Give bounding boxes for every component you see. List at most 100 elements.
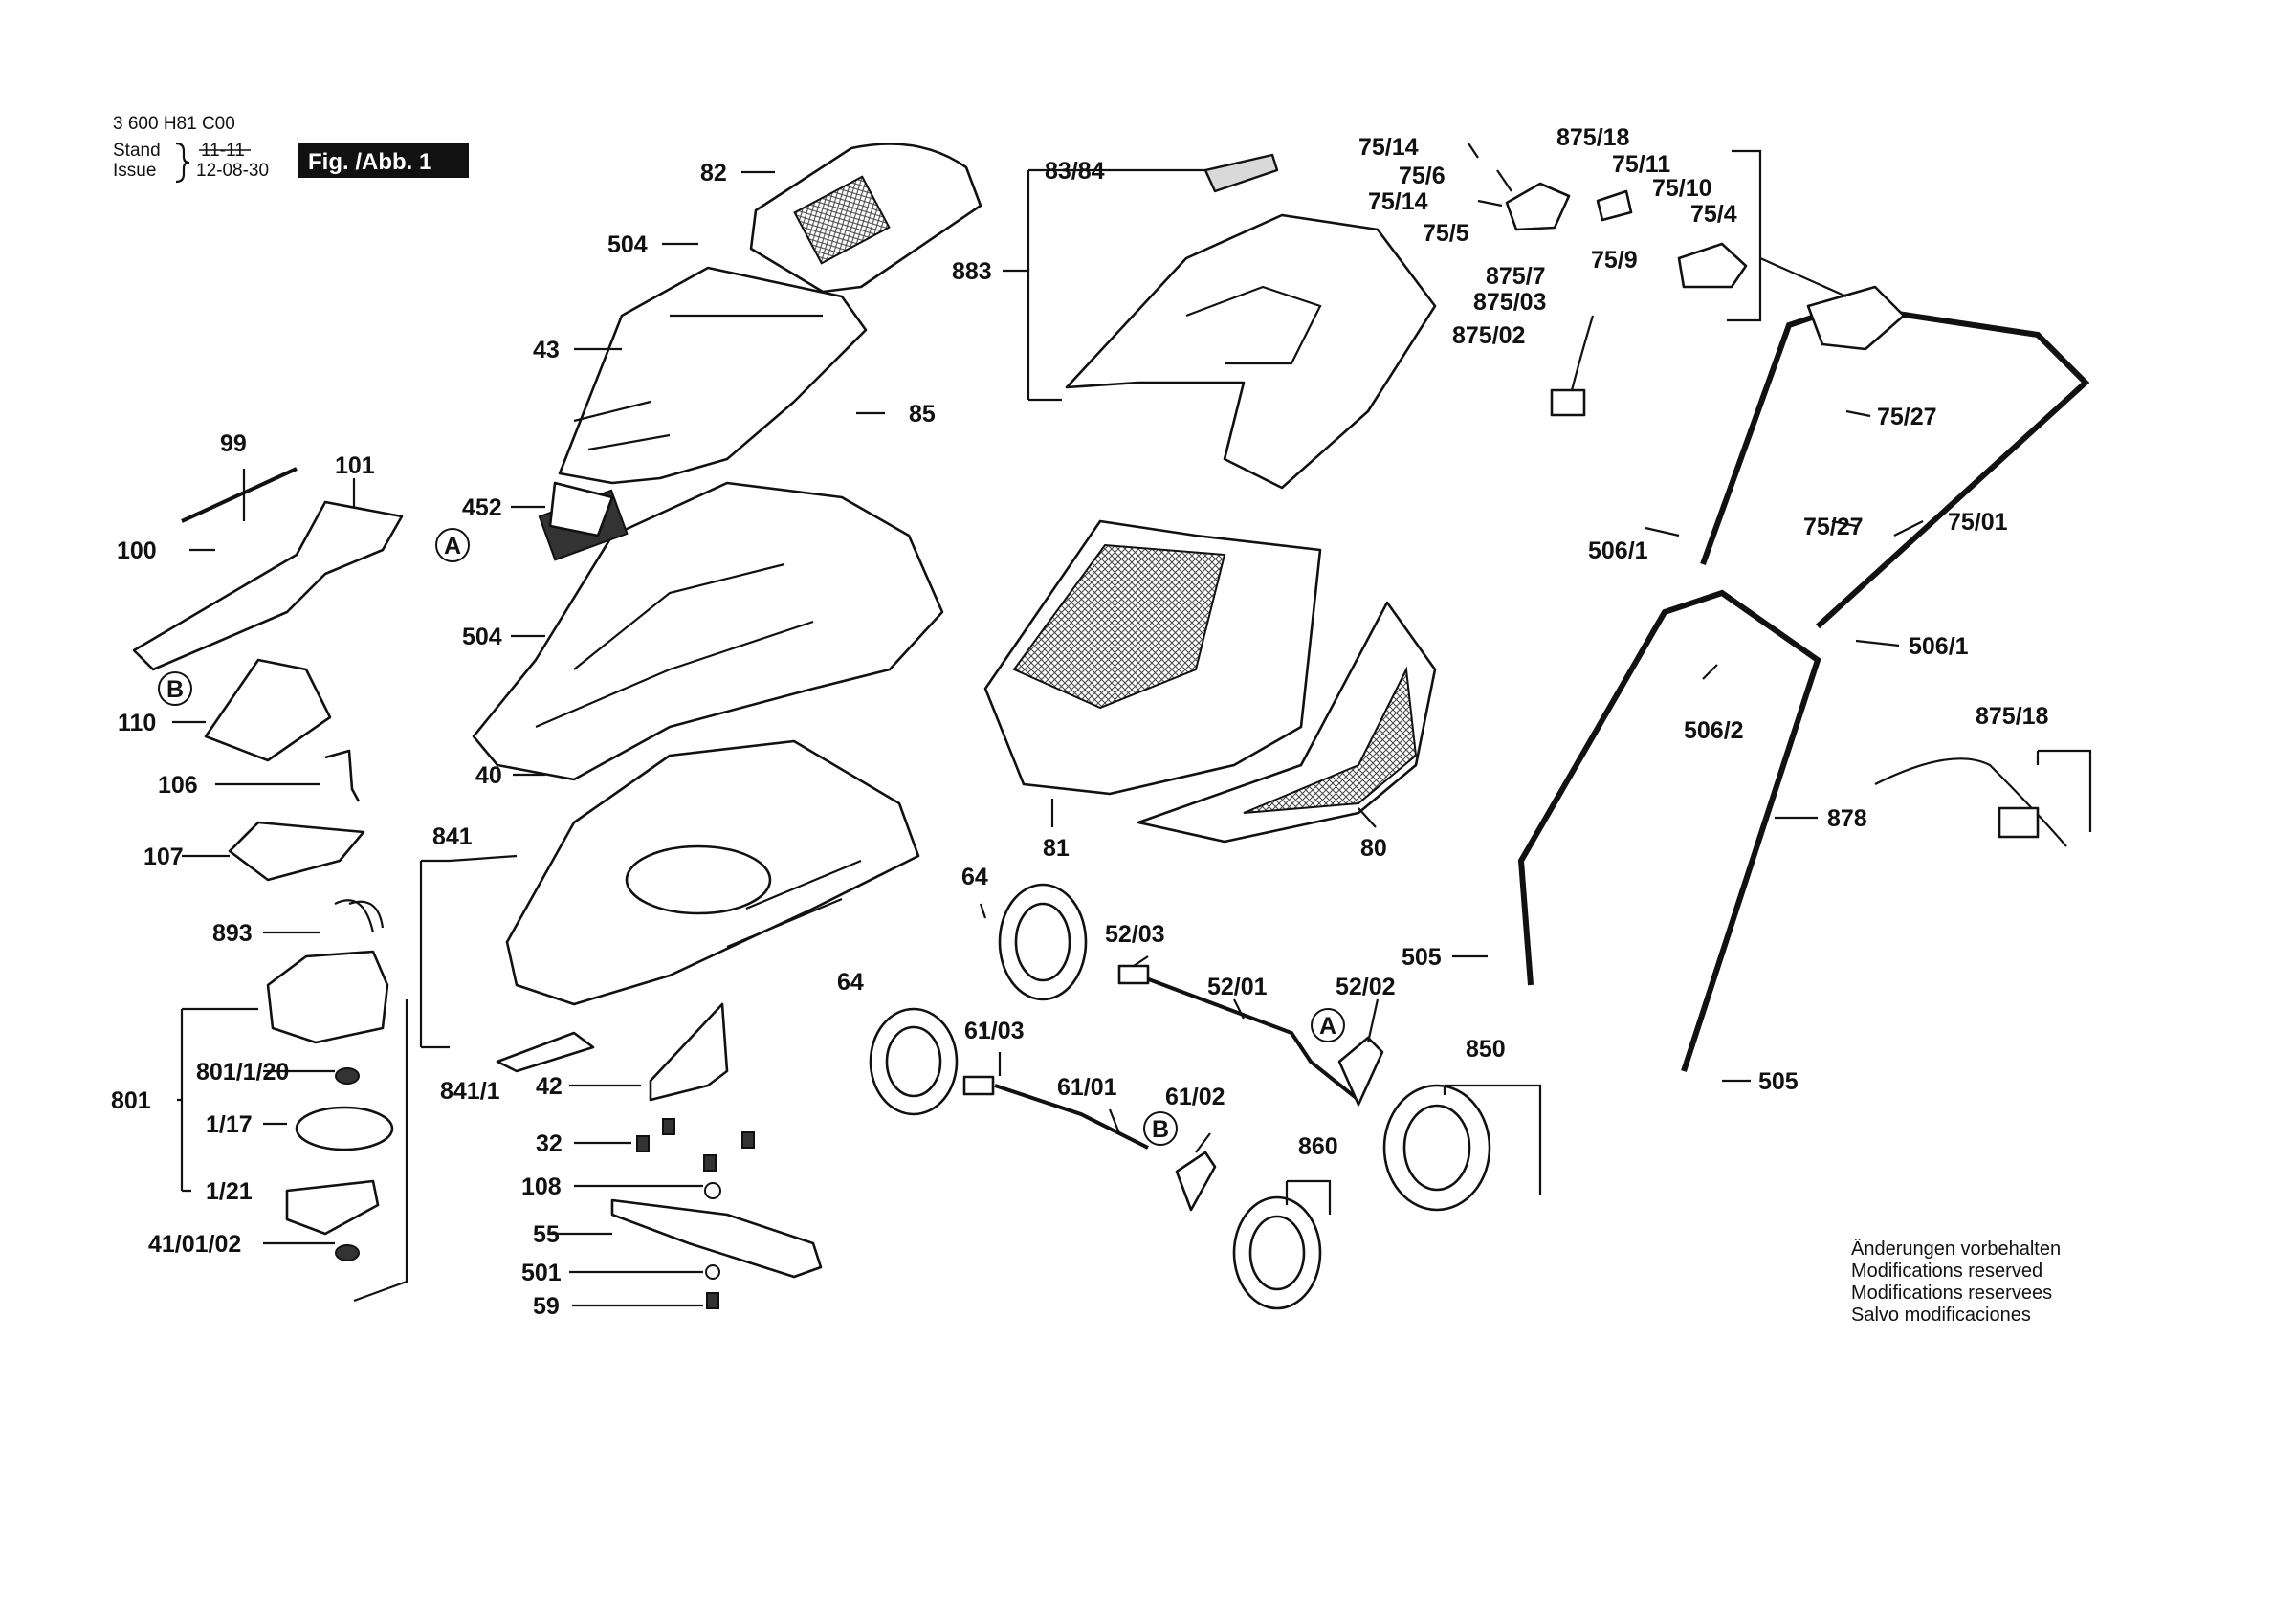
callout-801: 801 <box>111 1087 151 1114</box>
callout-52-03: 52/03 <box>1105 921 1165 948</box>
handle-assembly <box>1517 285 2090 1072</box>
callout-860: 860 <box>1298 1133 1338 1160</box>
brace <box>175 142 190 184</box>
callout-81: 81 <box>1043 835 1070 862</box>
callout-875-03: 875/03 <box>1473 289 1546 316</box>
callout-55: 55 <box>533 1221 560 1248</box>
callout-106: 106 <box>158 772 198 799</box>
figure-label: Fig. /Abb. 1 <box>308 149 431 175</box>
callout-75-27-a: 75/27 <box>1877 404 1937 430</box>
callout-1-21: 1/21 <box>206 1178 253 1205</box>
grass-catcher-frame-883 <box>1065 153 1437 490</box>
note-fr: Modifications reservees <box>1851 1283 2052 1304</box>
callout-32: 32 <box>536 1130 563 1157</box>
callout-75-4: 75/4 <box>1690 201 1737 228</box>
callout-labels: 82 504 43 85 99 101 100 452 504 40 110 1… <box>111 124 2049 1320</box>
callout-506-1-b: 506/1 <box>1909 633 1969 660</box>
callout-452: 452 <box>462 494 502 521</box>
grass-basket-81 <box>983 519 1322 796</box>
callout-75-11: 75/11 <box>1612 151 1670 178</box>
callout-75-27-b: 75/27 <box>1803 514 1864 540</box>
callout-878: 878 <box>1827 805 1867 832</box>
document-header: 3 600 H81 C00 Stand Issue 11-11 12-08-30… <box>113 114 469 184</box>
callout-504-top: 504 <box>607 231 648 258</box>
callout-75-5: 75/5 <box>1423 220 1469 247</box>
callout-506-2: 506/2 <box>1684 717 1744 744</box>
chassis-deck <box>505 739 920 1006</box>
callout-75-6: 75/6 <box>1399 163 1446 189</box>
callout-506-1-a: 506/1 <box>1588 537 1648 564</box>
callout-841-1: 841/1 <box>440 1078 500 1105</box>
grass-basket-80 <box>1137 601 1437 844</box>
note-de: Änderungen vorbehalten <box>1851 1239 2061 1260</box>
callout-504-mid: 504 <box>462 624 502 650</box>
callout-505-b: 505 <box>1758 1068 1799 1095</box>
callout-61-01: 61/01 <box>1057 1074 1117 1101</box>
marker-a-right <box>1311 1008 1345 1042</box>
marker-b-right-label: B <box>1152 1116 1169 1143</box>
callout-75-14-a: 75/14 <box>1358 134 1419 161</box>
callout-99: 99 <box>220 430 247 457</box>
callout-85: 85 <box>909 401 936 428</box>
callout-841: 841 <box>432 823 473 850</box>
callout-875-18-a: 875/18 <box>1556 124 1630 151</box>
callout-75-9: 75/9 <box>1591 247 1638 274</box>
marker-a-left-label: A <box>444 533 461 559</box>
figure-label-box <box>298 143 469 178</box>
wheels <box>869 883 1491 1310</box>
marker-b-left <box>158 671 192 706</box>
callout-801-1-20: 801/1/20 <box>196 1059 289 1086</box>
callout-40: 40 <box>475 762 502 789</box>
marker-b-right <box>1143 1111 1178 1146</box>
callout-59: 59 <box>533 1293 560 1320</box>
callout-80: 80 <box>1360 835 1387 862</box>
callout-75-10: 75/10 <box>1652 175 1712 202</box>
left-side-parts <box>132 467 614 882</box>
callout-108: 108 <box>521 1173 562 1200</box>
upper-housing-43 <box>558 266 868 485</box>
callout-505-a: 505 <box>1402 944 1442 971</box>
motor-assembly <box>266 899 394 1261</box>
main-housing-40 <box>472 481 944 781</box>
note-en: Modifications reserved <box>1851 1261 2042 1282</box>
marker-a-right-label: A <box>1319 1013 1336 1040</box>
doc-number: 3 600 H81 C00 <box>113 114 235 134</box>
axles-and-brackets <box>962 964 1384 1212</box>
callout-41-01-02: 41/01/02 <box>148 1231 241 1258</box>
marker-b-left-label: B <box>166 676 184 703</box>
callout-850: 850 <box>1466 1036 1506 1063</box>
callout-52-02: 52/02 <box>1336 974 1396 1000</box>
callout-43: 43 <box>533 337 560 363</box>
callout-42: 42 <box>536 1073 563 1100</box>
note-es: Salvo modificaciones <box>1851 1305 2031 1326</box>
callout-61-02: 61/02 <box>1165 1084 1225 1110</box>
callout-875-02: 875/02 <box>1452 322 1525 349</box>
callout-75-01: 75/01 <box>1948 509 2008 536</box>
callout-107: 107 <box>144 844 184 870</box>
leader-lines <box>172 143 2092 1307</box>
callout-52-01: 52/01 <box>1207 974 1268 1000</box>
callout-875-18-b: 875/18 <box>1976 703 2049 730</box>
reference-markers: A B A B <box>158 528 1345 1146</box>
callout-110: 110 <box>118 710 156 736</box>
callout-82: 82 <box>700 160 727 186</box>
callout-100: 100 <box>117 537 157 564</box>
grass-catcher-lid <box>749 143 982 294</box>
modification-notes: Änderungen vorbehalten Modifications res… <box>1851 1239 2061 1326</box>
callout-883: 883 <box>952 258 992 285</box>
stand-label: Stand <box>113 141 161 161</box>
callout-1-17: 1/17 <box>206 1111 253 1138</box>
callout-75-14-b: 75/14 <box>1368 188 1428 215</box>
issue-label: Issue <box>113 161 156 181</box>
switch-parts <box>1505 182 1748 417</box>
callout-875-7: 875/7 <box>1486 263 1546 290</box>
marker-a-left <box>435 528 470 562</box>
callout-64-bottom: 64 <box>837 969 864 996</box>
callout-61-03: 61/03 <box>964 1018 1025 1044</box>
callout-64-top: 64 <box>961 864 988 890</box>
callout-83-84: 83/84 <box>1045 158 1105 185</box>
callout-501: 501 <box>521 1260 562 1286</box>
blade-and-hardware <box>496 1002 823 1309</box>
